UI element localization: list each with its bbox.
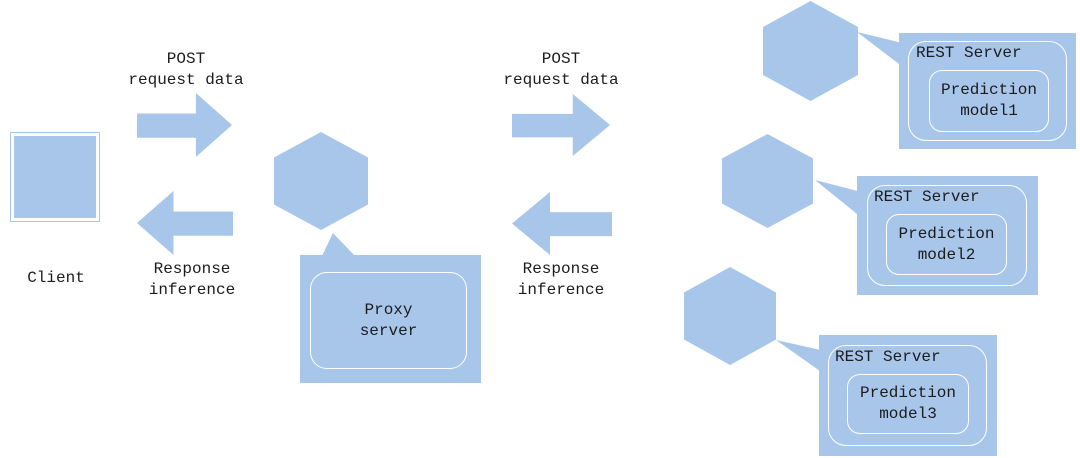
post-arrow-label-1: POST request data [96, 49, 276, 91]
post-arrow-label-2: POST request data [471, 49, 651, 91]
rest-outer-frame-1 [908, 41, 1067, 141]
rest-model-label-2: Prediction model2 [886, 214, 1007, 275]
rest-outer-frame-2 [867, 185, 1027, 286]
proxy-label-line2: server [359, 321, 418, 340]
rest-model-frame-1 [929, 70, 1049, 132]
rest-model-frame-3 [847, 374, 969, 434]
proxy-callout-frame [310, 272, 467, 369]
response-arrow-label-1: Response inference [102, 259, 282, 301]
response-arrow-label-2-line1: Response [522, 260, 600, 278]
response-arrow-2-left-arrow-icon [512, 192, 612, 255]
rest-model-label-1-line2: model1 [960, 102, 1018, 120]
response-arrow-1-left-arrow-icon [137, 191, 233, 255]
response-arrow-label-1-line1: Response [153, 260, 231, 278]
rest-callout-1: REST Server Prediction model1 [899, 33, 1076, 149]
post-arrow-label-2-line2: request data [503, 71, 619, 89]
rest-title-1: REST Server [916, 44, 1022, 62]
proxy-callout-pointer [322, 233, 355, 256]
post-arrow-label-1-line2: request data [128, 71, 244, 89]
rest-model-label-1-line1: Prediction [940, 81, 1037, 99]
rest-model-label-3-line1: Prediction [859, 384, 956, 402]
post-arrow-2-right-arrow-icon [512, 94, 610, 156]
response-arrow-label-1-line2: inference [148, 281, 236, 299]
post-arrow-label-2-line1: POST [541, 50, 581, 68]
rest-model-frame-2 [886, 214, 1007, 275]
rest-callout-2: REST Server Prediction model2 [857, 176, 1038, 295]
post-arrow-label-1-line1: POST [166, 50, 206, 68]
post-arrow-1-right-arrow-icon [137, 93, 232, 157]
rest-callout-pointer-2 [815, 180, 857, 214]
rest-callout-pointer-3 [776, 340, 820, 371]
rest-hexagon-3-icon [684, 267, 776, 365]
rest-callout-3: REST Server Prediction model3 [819, 335, 997, 456]
response-arrow-label-2-line2: inference [517, 281, 605, 299]
rest-model-label-2-line1: Prediction [898, 224, 995, 243]
proxy-hexagon-icon [274, 132, 368, 230]
rest-model-label-3-line2: model3 [879, 405, 937, 423]
rest-model-label-3: Prediction model3 [847, 374, 969, 434]
rest-model-label-2-line2: model2 [917, 245, 976, 264]
client-node-fill [14, 136, 96, 218]
rest-hexagon-1-icon [763, 1, 858, 101]
proxy-label-line1: Proxy [364, 300, 413, 319]
rest-callout-pointer-1 [857, 32, 899, 64]
rest-title-3: REST Server [835, 348, 941, 366]
client-label: Client [27, 269, 85, 287]
rest-outer-frame-3 [828, 345, 987, 446]
client-node [10, 132, 100, 222]
proxy-callout: Proxy server [300, 255, 481, 383]
proxy-label: Proxy server [310, 272, 467, 369]
rest-model-label-1: Prediction model1 [929, 70, 1049, 132]
response-arrow-label-2: Response inference [471, 259, 651, 301]
rest-hexagon-2-icon [722, 134, 813, 228]
rest-title-2: REST Server [874, 188, 980, 206]
